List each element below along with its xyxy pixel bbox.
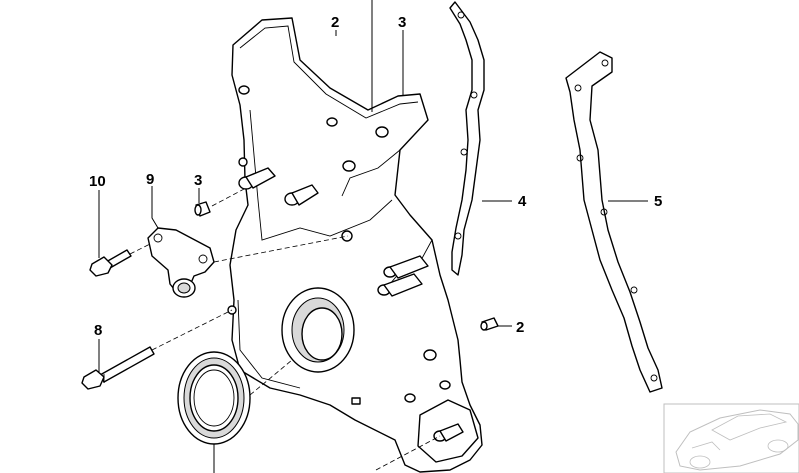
alignment-line xyxy=(151,309,233,351)
callout-4: 4 xyxy=(518,193,527,210)
timing-case-cover[interactable] xyxy=(227,17,483,473)
gasket-5[interactable] xyxy=(565,51,663,393)
alignment-line xyxy=(249,359,293,396)
bolt-8[interactable] xyxy=(81,346,155,390)
bolt-10[interactable] xyxy=(89,249,132,277)
alignment-line xyxy=(211,187,247,207)
callout-3-top: 3 xyxy=(398,14,406,31)
callout-3-small: 3 xyxy=(194,172,202,189)
dowel-pin-2[interactable] xyxy=(480,317,499,331)
leader-line xyxy=(151,186,159,229)
callout-9: 9 xyxy=(146,171,154,188)
alignment-line xyxy=(213,235,349,263)
callout-10: 10 xyxy=(89,173,106,190)
bracket-9[interactable] xyxy=(147,227,215,298)
callout-2-top: 2 xyxy=(331,14,339,31)
car-thumbnail-icon[interactable] xyxy=(663,403,799,473)
callout-2-right: 2 xyxy=(516,319,524,336)
radial-shaft-seal[interactable] xyxy=(177,351,251,445)
gasket-4[interactable] xyxy=(449,1,485,276)
callout-5: 5 xyxy=(654,193,662,210)
dowel-sleeve-3[interactable] xyxy=(194,201,211,217)
callout-8: 8 xyxy=(94,322,102,339)
alignment-line xyxy=(375,435,441,471)
alignment-line xyxy=(129,243,151,255)
